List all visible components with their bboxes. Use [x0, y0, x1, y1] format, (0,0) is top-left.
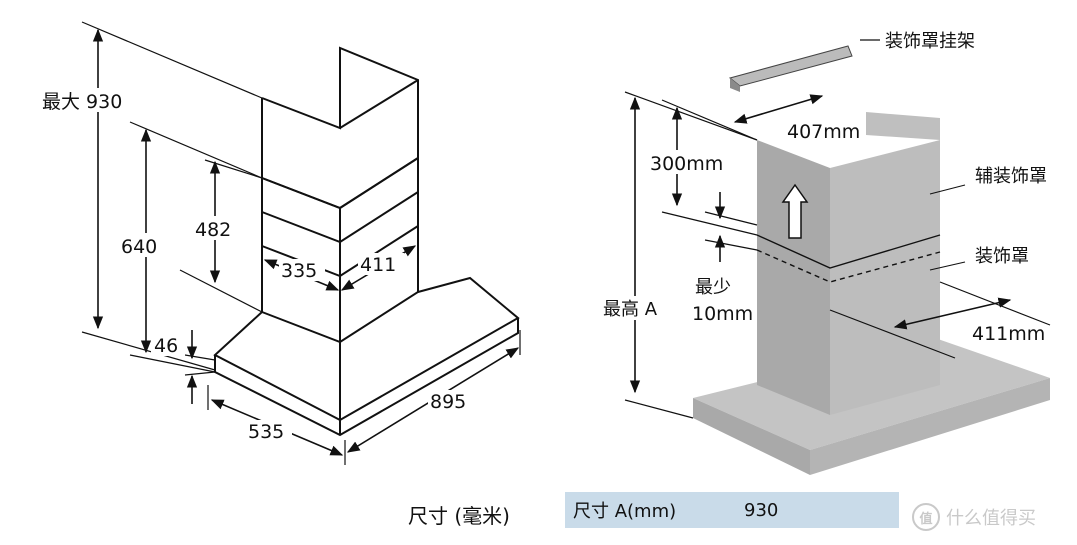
label-411mm: 411mm [972, 323, 1045, 345]
label-640: 640 [121, 236, 157, 258]
label-482: 482 [195, 219, 231, 241]
label-min: 最少 [695, 277, 731, 298]
table-title: 尺寸 (毫米) [408, 504, 510, 528]
label-335: 335 [281, 260, 317, 282]
watermark: 值 什么值得买 [912, 503, 1036, 531]
left-chimney-upper [261, 46, 419, 210]
label-bracket: 装饰罩挂架 [885, 31, 975, 52]
left-dimension-labels: 最大 930 640 482 46 335 411 535 895 [40, 88, 474, 443]
arrow-407 [733, 94, 824, 124]
arrow-411mm [893, 297, 1012, 330]
left-hood-drawing [213, 46, 520, 437]
label-895: 895 [430, 391, 466, 413]
right-labels: 装饰罩挂架 407mm 300mm 辅装饰罩 装饰罩 最少 10mm 最高 A … [602, 31, 1047, 345]
right-hood-drawing [693, 45, 1050, 475]
label-max-930: 最大 930 [42, 91, 122, 113]
label-535: 535 [248, 421, 284, 443]
label-upper-cover: 辅装饰罩 [975, 166, 1047, 187]
label-10mm: 10mm [692, 303, 753, 325]
label-46: 46 [154, 335, 178, 357]
right-base-front [693, 398, 810, 475]
table-col-value: 930 [744, 499, 779, 521]
right-lower-front [757, 235, 830, 415]
dimension-table: 尺寸 A(mm) 930 [565, 492, 899, 528]
right-lower-side [830, 235, 940, 415]
label-411: 411 [360, 254, 396, 276]
right-base-side [810, 378, 1050, 475]
label-lower-cover: 装饰罩 [975, 246, 1029, 267]
up-arrow-icon [781, 183, 809, 239]
right-bracket [728, 45, 853, 87]
label-300mm: 300mm [650, 153, 723, 175]
right-upper-back [866, 112, 940, 140]
watermark-text: 什么值得买 [946, 508, 1036, 529]
right-upper-side [830, 140, 940, 270]
label-max-a: 最高 A [603, 299, 658, 320]
watermark-logo-icon: 值 [912, 503, 940, 531]
label-407mm: 407mm [787, 121, 860, 143]
table-col-label: 尺寸 A(mm) [573, 501, 677, 522]
right-extension-lines [624, 39, 1051, 419]
